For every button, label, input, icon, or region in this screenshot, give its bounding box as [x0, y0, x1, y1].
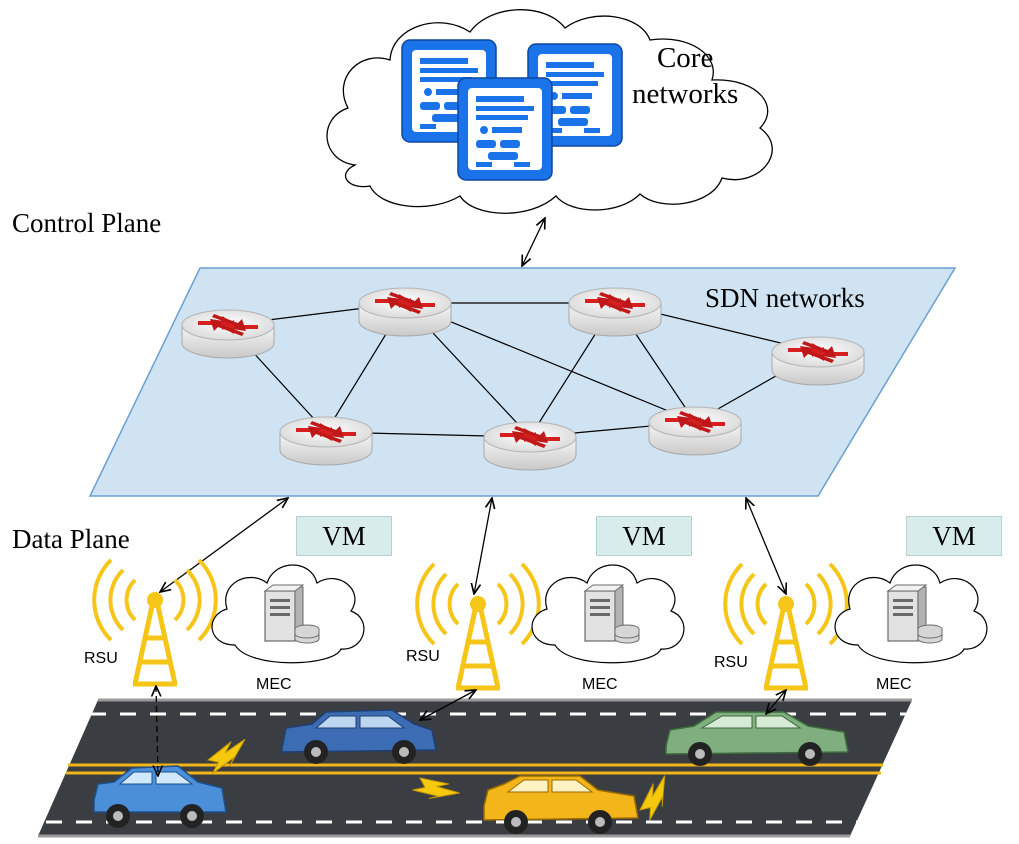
mec-label: MEC [876, 676, 912, 693]
router-icon [181, 309, 275, 359]
mec-label: MEC [256, 676, 292, 693]
core-sdn-link [522, 218, 545, 266]
data-plane-label: Data Plane [12, 524, 130, 554]
plane-rsu-links [160, 498, 786, 594]
vm-box: VM [596, 516, 692, 556]
control-plane-label: Control Plane [12, 208, 162, 238]
core-label-line2: networks [632, 78, 739, 110]
car-icon [483, 775, 639, 834]
rsu-label: RSU [84, 650, 118, 667]
router-icon [358, 287, 452, 337]
sdn-networks-label: SDN networks [705, 283, 865, 313]
v2i-links [156, 686, 786, 776]
core-networks-label: Core networks [632, 40, 738, 112]
router-icon [568, 287, 662, 337]
core-label-line1: Core [656, 42, 714, 74]
mec-label: MEC [582, 676, 618, 693]
router-icon [648, 406, 742, 456]
router-icon [771, 336, 865, 386]
car-icon [281, 709, 437, 764]
router-icon [279, 416, 373, 466]
router-icon [483, 421, 577, 471]
mec-cloud-icon [211, 564, 365, 664]
vm-box: VM [906, 516, 1002, 556]
rsu-label: RSU [714, 654, 748, 671]
car-icon [665, 711, 849, 766]
mec-cloud-icon [834, 564, 988, 664]
mec-cloud-icon [531, 564, 685, 664]
rsu-label: RSU [406, 648, 440, 665]
vm-box: VM [296, 516, 392, 556]
rsu-icon [417, 564, 539, 688]
car-icon [93, 765, 227, 828]
